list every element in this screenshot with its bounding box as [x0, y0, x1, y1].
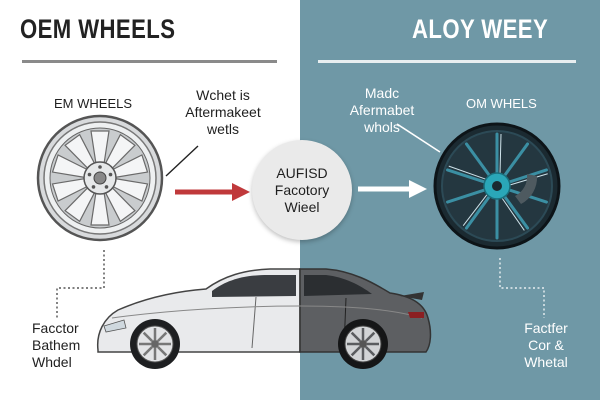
aftermarket-callout-line-3: wetls — [207, 121, 239, 137]
factory-wheel-line-1: AUFISD — [276, 164, 328, 181]
aftermarket-callout-line-2: Aftermakeet — [185, 104, 261, 120]
alloy-callout-line-2: Afermabet — [349, 102, 415, 118]
oem-wheel-icon — [36, 114, 164, 242]
oem-bottom-label: Facctor Bathem Whdel — [32, 320, 80, 371]
factory-wheel-line-2: Facotory — [274, 181, 330, 198]
oem-title-underline — [22, 60, 277, 63]
alloy-bottom-label-line-1: Factfer — [524, 320, 568, 336]
alloy-wheel-label: OM WHELS — [466, 96, 537, 111]
alloy-bottom-label-line-3: Whetal — [524, 354, 568, 370]
alloy-callout: Madc Afermabet whols — [336, 85, 428, 136]
factory-wheel-text: AUFISD Facotory Wieel — [275, 165, 329, 216]
oem-dotted-leader — [56, 250, 105, 318]
alloy-title: ALOY WEEY — [412, 14, 549, 44]
oem-callout-line — [165, 145, 199, 177]
alloy-callout-line-3: whols — [364, 119, 400, 135]
alloy-bottom-label-line-2: Cor & — [528, 337, 564, 353]
aftermarket-callout-line-1: Wchet is — [196, 87, 250, 103]
oem-bottom-label-line-3: Whdel — [32, 354, 72, 370]
alloy-callout-line-1: Madc — [364, 85, 400, 101]
alloy-callout-line — [396, 123, 441, 153]
factory-wheel-circle: AUFISD Facotory Wieel — [252, 140, 352, 240]
aftermarket-callout: Wchet is Aftermakeet wetls — [170, 87, 276, 138]
alloy-bottom-label: Factfer Cor & Whetal — [506, 320, 586, 371]
alloy-title-underline — [318, 60, 576, 63]
oem-bottom-label-line-1: Facctor — [32, 320, 79, 336]
factory-wheel-line-3: Wieel — [284, 198, 320, 215]
oem-wheel-label: EM WHEELS — [54, 96, 133, 111]
oem-title: OEM WHEELS — [20, 14, 176, 44]
white-arrow-icon — [358, 180, 427, 198]
alloy-dotted-leader — [499, 258, 545, 318]
red-arrow-icon — [175, 183, 250, 201]
car-icon — [96, 268, 432, 369]
alloy-wheel-icon — [433, 122, 561, 250]
oem-bottom-label-line-2: Bathem — [32, 337, 81, 353]
